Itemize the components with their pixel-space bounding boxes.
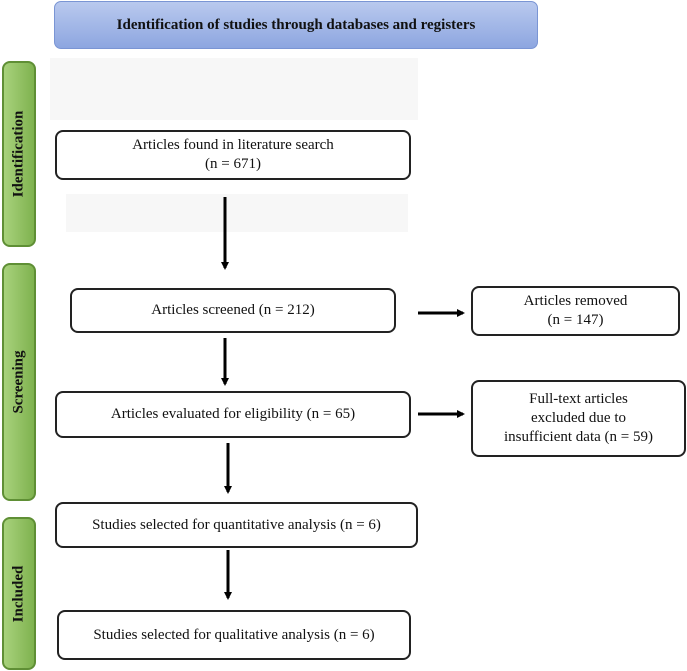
box-excluded-line3: insufficient data (n = 59): [504, 429, 653, 445]
box-articles-removed-line2: (n = 147): [547, 312, 604, 328]
box-eligibility-line1: Articles evaluated for eligibility (n = …: [110, 406, 356, 422]
box-articles-found-line2: (n = 671): [205, 156, 261, 172]
box-eligibility: Articles evaluated for eligibility (n = …: [55, 391, 411, 438]
stage-included: Included: [2, 517, 36, 670]
box-articles-screened: Articles screened (n = 212): [70, 288, 396, 333]
diagram-header: Identification of studies through databa…: [54, 1, 538, 49]
box-articles-found-line1: Articles found in literature search: [132, 137, 334, 153]
blank-region-middle: [66, 194, 408, 232]
box-qualitative-line1: Studies selected for qualitative analysi…: [93, 626, 375, 643]
box-quantitative-line1: Studies selected for quantitative analys…: [92, 516, 381, 533]
box-qualitative: Studies selected for qualitative analysi…: [57, 610, 411, 660]
box-quantitative: Studies selected for quantitative analys…: [55, 502, 418, 548]
header-title: Identification of studies through databa…: [116, 16, 476, 33]
box-excluded: Full-text articles excluded due to insuf…: [471, 380, 686, 457]
box-articles-screened-line1: Articles screened (n = 212): [151, 302, 315, 318]
stage-screening: Screening: [2, 263, 36, 501]
box-articles-found: Articles found in literature search (n =…: [55, 130, 411, 180]
box-articles-removed: Articles removed (n = 147): [471, 286, 680, 336]
blank-region-top: [50, 58, 418, 120]
box-excluded-line2: excluded due to: [531, 410, 626, 426]
stage-identification: Identification: [2, 61, 36, 247]
box-articles-removed-line1: Articles removed: [523, 293, 628, 309]
box-excluded-line1: Full-text articles: [529, 391, 628, 407]
